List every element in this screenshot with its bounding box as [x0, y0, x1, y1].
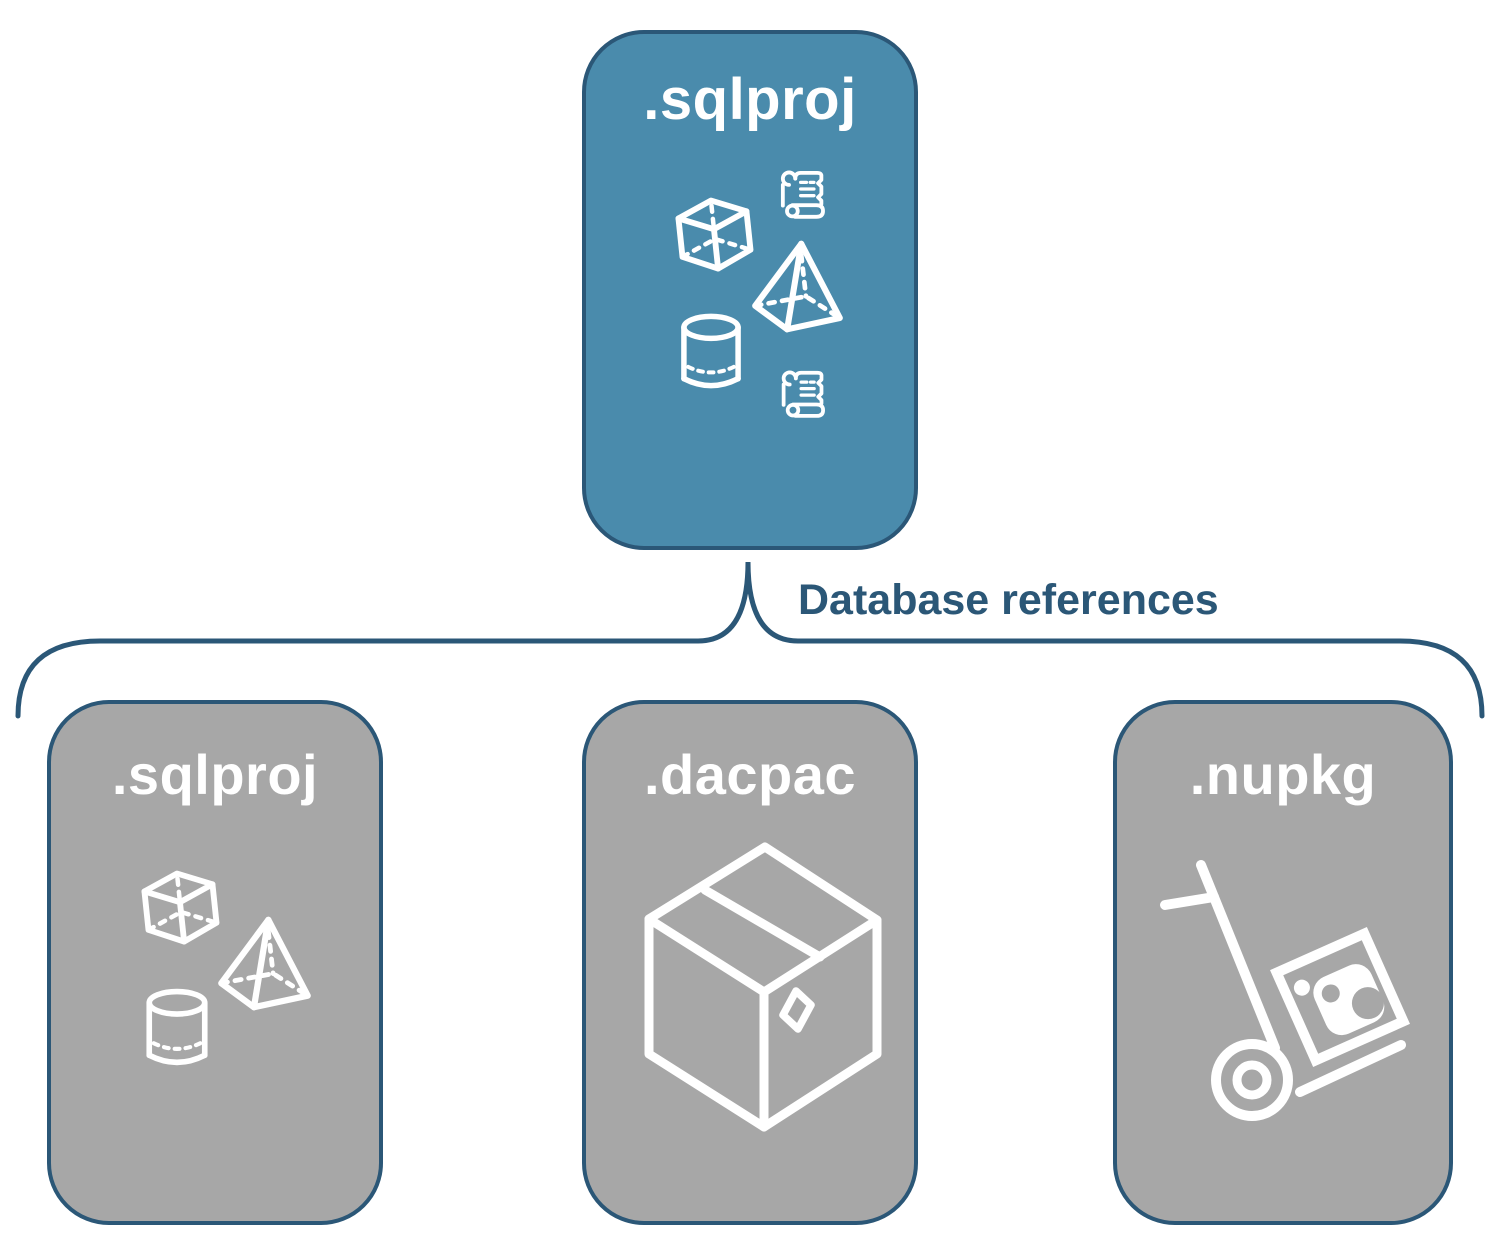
nuget-hand-truck-icon — [1160, 860, 1410, 1121]
script-scroll-icon — [781, 370, 825, 418]
wheel-hub — [1232, 1060, 1272, 1100]
cube-icon — [675, 197, 754, 272]
node-dacpac: .dacpac — [582, 700, 918, 1225]
node-dacpac-label: .dacpac — [643, 743, 857, 806]
database-cylinder-icon — [146, 988, 208, 1066]
node-nupkg: .nupkg — [1113, 700, 1453, 1225]
connector-label: Database references — [798, 576, 1219, 624]
node-sqlproj-root: .sqlproj — [582, 30, 918, 550]
nuget-package — [1270, 927, 1410, 1067]
database-cylinder-icon — [681, 313, 741, 389]
cube-icon — [141, 870, 220, 945]
wheel-outer — [1211, 1039, 1293, 1121]
pyramid-icon — [752, 240, 843, 333]
hand-truck-toe-plate — [1295, 1040, 1406, 1097]
node-nupkg-label: .nupkg — [1189, 743, 1377, 806]
package-box-icon — [644, 842, 882, 1132]
hand-truck-handle-grip — [1160, 892, 1219, 910]
node-sqlproj-child-label: .sqlproj — [111, 743, 319, 806]
script-scroll-icon — [780, 170, 825, 219]
node-sqlproj-root-label: .sqlproj — [643, 67, 857, 132]
pyramid-icon — [218, 916, 311, 1011]
node-sqlproj-child: .sqlproj — [47, 700, 383, 1225]
